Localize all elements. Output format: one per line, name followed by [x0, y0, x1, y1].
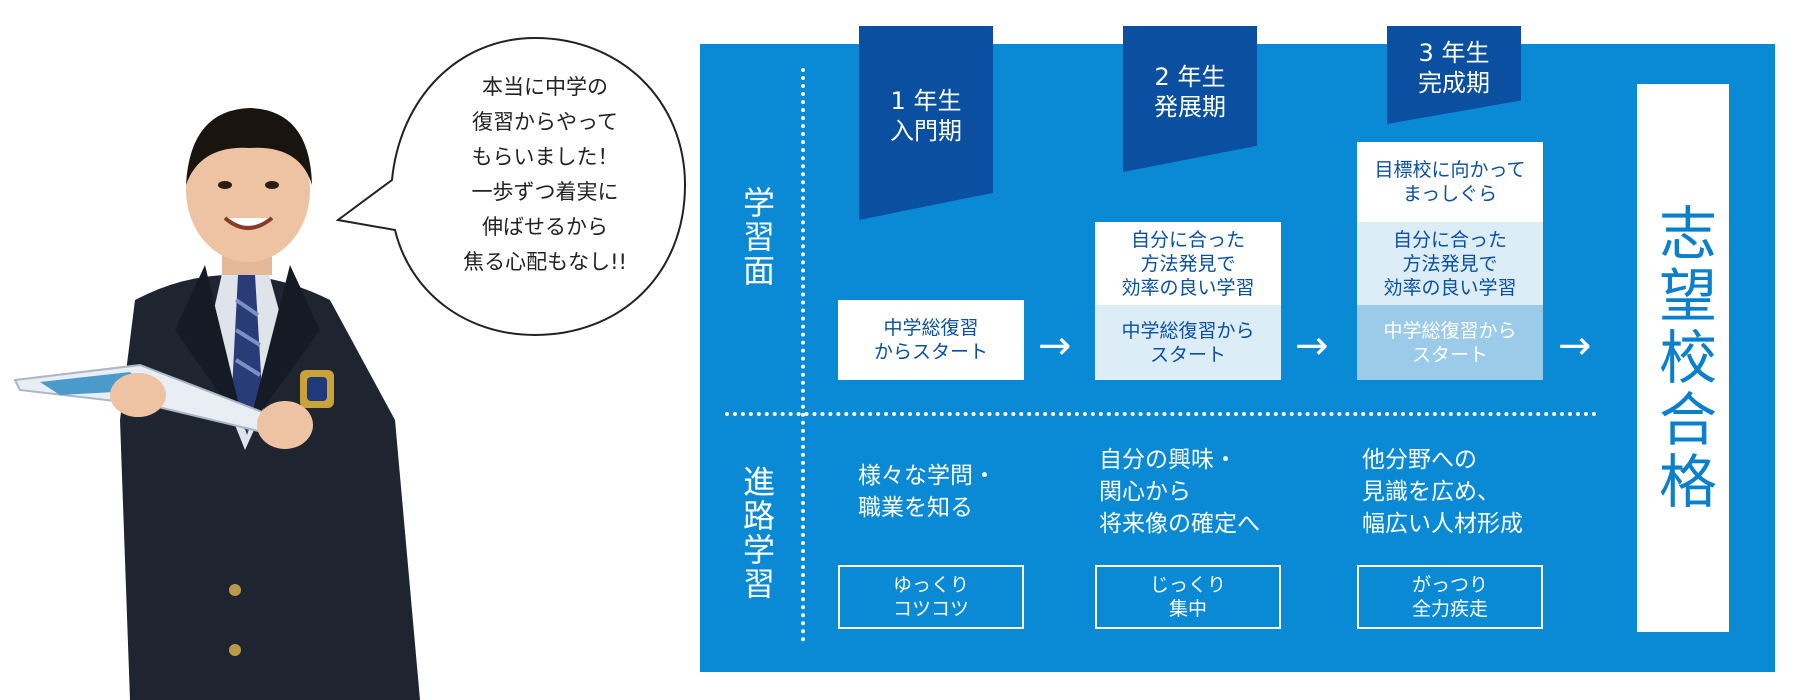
pace-line: 集中 — [1168, 598, 1207, 620]
arrow-icon: → — [1558, 323, 1592, 369]
pace-box-y2: じっくり 集中 — [1095, 565, 1281, 629]
study-y3-review-box: 中学総復習から スタート — [1357, 305, 1543, 380]
bubble-line: 復習からやって — [472, 110, 618, 134]
pace-line: 全力疾走 — [1411, 598, 1488, 620]
box-line: 自分に合った — [1392, 228, 1507, 251]
goal-box: 志望校合格 — [1637, 84, 1729, 632]
career-line: 見識を広め、 — [1362, 479, 1500, 505]
career-line: 将来像の確定へ — [1099, 511, 1260, 537]
box-line: スタート — [1411, 343, 1488, 366]
box-line: 自分に合った — [1130, 228, 1245, 251]
pace-box-y3: がっつり 全力疾走 — [1357, 565, 1543, 629]
box-line: 効率の良い学習 — [1383, 276, 1517, 299]
arrow-icon: → — [1038, 323, 1072, 369]
career-line: 自分の興味・ — [1099, 447, 1237, 473]
study-y3-target-box: 目標校に向かって まっしぐら — [1357, 142, 1543, 222]
career-text-y1: 様々な学問・ 職業を知る — [858, 460, 996, 524]
bubble-line: 焦る心配もなし!! — [463, 250, 627, 274]
box-line: 方法発見で — [1402, 252, 1498, 275]
career-line: 職業を知る — [858, 495, 973, 521]
arrow-icon: → — [1295, 323, 1329, 369]
career-line: 様々な学問・ — [858, 463, 996, 489]
study-y1-review-box: 中学総復習 からスタート — [838, 300, 1024, 380]
year-phase: 完成期 — [1418, 69, 1490, 97]
speech-bubble — [335, 36, 687, 337]
box-line: 中学総復習から — [1121, 319, 1255, 342]
bubble-line: 一歩ずつ着実に — [471, 180, 619, 204]
year-label: 2 年生 — [1154, 63, 1226, 91]
career-row-label: 進路学習 — [738, 465, 776, 601]
speech-bubble-text: 本当に中学の 復習からやって もらいました！ 一歩ずつ着実に 伸ばせるから 焦る… — [415, 70, 675, 280]
box-line: 中学総復習 — [883, 317, 979, 339]
year-phase: 発展期 — [1154, 93, 1226, 121]
bubble-line: もらいました！ — [471, 145, 619, 169]
year-2-ribbon: 2 年生 発展期 — [1123, 26, 1257, 172]
pace-line: コツコツ — [892, 598, 969, 620]
career-text-y2: 自分の興味・ 関心から 将来像の確定へ — [1099, 444, 1260, 540]
career-line: 関心から — [1099, 479, 1191, 505]
pace-line: がっつり — [1411, 574, 1488, 596]
box-line: 効率の良い学習 — [1121, 276, 1255, 299]
pace-line: ゆっくり — [892, 574, 969, 596]
study-y3-method-box: 自分に合った 方法発見で 効率の良い学習 — [1357, 222, 1543, 305]
box-line: からスタート — [873, 341, 988, 363]
row-divider — [725, 412, 1597, 416]
study-y2-method-box: 自分に合った 方法発見で 効率の良い学習 — [1095, 222, 1281, 305]
box-line: 方法発見で — [1140, 252, 1236, 275]
career-text-y3: 他分野への 見識を広め、 幅広い人材形成 — [1362, 444, 1523, 540]
study-y2-review-box: 中学総復習から スタート — [1095, 305, 1281, 380]
box-line: スタート — [1149, 343, 1226, 366]
year-1-ribbon: 1 年生 入門期 — [859, 26, 993, 220]
year-label: 3 年生 — [1418, 39, 1490, 67]
pace-line: じっくり — [1149, 574, 1226, 596]
box-line: 中学総復習から — [1383, 319, 1517, 342]
year-label: 1 年生 — [890, 87, 962, 115]
box-line: 目標校に向かって — [1374, 159, 1526, 181]
box-line: まっしぐら — [1402, 183, 1498, 205]
career-line: 他分野への — [1362, 447, 1477, 473]
student-photo — [13, 108, 420, 700]
bubble-line: 本当に中学の — [482, 75, 608, 99]
pace-box-y1: ゆっくり コツコツ — [838, 565, 1024, 629]
column-divider — [801, 68, 805, 642]
bubble-line: 伸ばせるから — [482, 215, 608, 239]
career-line: 幅広い人材形成 — [1362, 511, 1523, 537]
study-row-label: 学習面 — [738, 186, 776, 288]
year-phase: 入門期 — [890, 117, 962, 145]
